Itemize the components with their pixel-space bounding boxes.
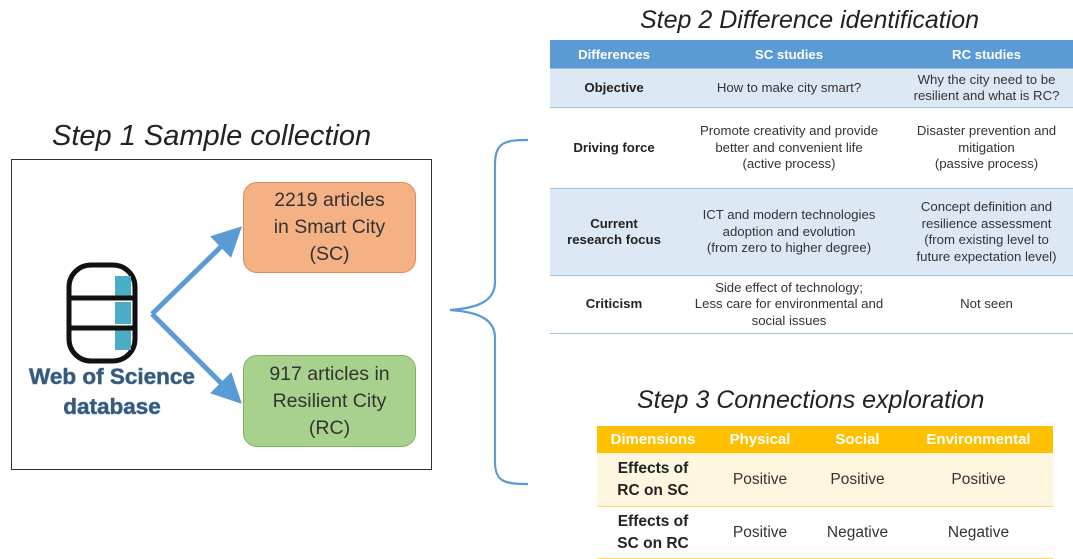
connections-table: Dimensions Physical Social Environmental… — [597, 426, 1053, 559]
arrow-to-sc — [150, 226, 243, 316]
row-label: Current research focus — [550, 188, 678, 276]
cell-line: resilience assessment — [921, 215, 1052, 231]
rc-articles-box: 917 articles in Resilient City (RC) — [243, 355, 416, 447]
row-label: Driving force — [550, 107, 678, 189]
cell-line: Why the city need to be — [917, 71, 1056, 87]
row-label-line: research focus — [567, 232, 661, 247]
table-row: Current research focus ICT and modern te… — [550, 188, 1073, 276]
table-row: Criticism Side effect of technology; Les… — [550, 275, 1073, 334]
difference-table-header: Differences SC studies RC studies — [550, 40, 1073, 69]
cell-line: (from existing level to — [924, 232, 1049, 247]
sc-cell: Side effect of technology; Less care for… — [678, 275, 900, 334]
cell-line: Side effect of technology; — [715, 279, 863, 295]
rc-box-line3: (RC) — [308, 416, 351, 439]
table-row: Effects of SC on RC Positive Negative Ne… — [597, 506, 1053, 559]
physical-cell: Positive — [709, 453, 811, 507]
database-label: Web of Science database — [18, 362, 206, 422]
row-label-line: Objective — [584, 79, 644, 95]
header-dimensions: Dimensions — [597, 426, 709, 453]
environmental-cell: Negative — [904, 506, 1053, 559]
cell-line: Promote creativity and provide — [699, 123, 879, 139]
cell-line: Less care for environmental and — [694, 296, 884, 312]
row-label-line: Driving force — [573, 139, 655, 155]
cell-line: resilient and what is RC? — [913, 88, 1060, 103]
cell-line: Disaster prevention and — [916, 123, 1057, 139]
sc-cell: Promote creativity and provide better an… — [678, 107, 900, 189]
row-label-line: Criticism — [585, 296, 643, 312]
step3-title: Step 3 Connections exploration — [637, 386, 985, 414]
database-label-line1: Web of Science — [29, 364, 195, 390]
physical-cell: Positive — [709, 506, 811, 559]
cell-line: (passive process) — [934, 156, 1039, 172]
cell-line: Not seen — [960, 296, 1013, 312]
connections-table-header: Dimensions Physical Social Environmental — [597, 426, 1053, 453]
sc-cell: ICT and modern technologies adoption and… — [678, 188, 900, 276]
row-label-line: Current — [590, 215, 638, 231]
row-label-line: Effects of — [617, 512, 689, 530]
row-label: Criticism — [550, 275, 678, 334]
rc-box-line1: 917 articles in — [269, 362, 390, 385]
rc-cell: Disaster prevention and mitigation (pass… — [900, 107, 1073, 189]
cell-line: How to make city smart? — [716, 79, 862, 95]
header-environmental: Environmental — [904, 426, 1053, 453]
row-label-line: RC on SC — [617, 481, 689, 499]
table-row: Driving force Promote creativity and pro… — [550, 107, 1073, 189]
rc-cell: Not seen — [900, 275, 1073, 334]
row-label-line: Effects of — [617, 459, 689, 477]
step2-title: Step 2 Difference identification — [640, 6, 980, 34]
cell-line: (from zero to higher degree) — [706, 240, 872, 256]
cell-line: Concept definition and — [920, 199, 1053, 214]
header-rc-studies: RC studies — [900, 40, 1073, 69]
row-label-line: SC on RC — [617, 534, 689, 552]
arrow-to-rc — [150, 312, 242, 404]
header-differences: Differences — [550, 40, 678, 69]
header-sc-studies: SC studies — [678, 40, 900, 69]
cell-line: mitigation — [958, 139, 1015, 155]
row-label: Effects of RC on SC — [597, 453, 709, 507]
rc-box-line2: Resilient City — [272, 389, 387, 412]
curly-brace — [449, 138, 529, 486]
header-physical: Physical — [709, 426, 811, 453]
environmental-cell: Positive — [904, 453, 1053, 507]
cell-line: better and convenient life — [715, 139, 863, 155]
difference-table: Differences SC studies RC studies Object… — [550, 40, 1073, 334]
cell-line: adoption and evolution — [722, 223, 856, 239]
cell-line: social issues — [751, 312, 827, 328]
table-row: Objective How to make city smart? Why th… — [550, 68, 1073, 108]
social-cell: Positive — [811, 453, 904, 507]
cell-line: ICT and modern technologies — [702, 207, 876, 223]
sc-cell: How to make city smart? — [678, 68, 900, 108]
cell-line: (active process) — [742, 156, 836, 172]
database-label-line2: database — [63, 394, 161, 420]
sc-box-line1: 2219 articles — [274, 189, 385, 211]
sc-articles-box: 2219 articles in Smart City (SC) — [243, 182, 416, 273]
row-label: Objective — [550, 68, 678, 108]
rc-cell: Why the city need to be resilient and wh… — [900, 68, 1073, 108]
table-row: Effects of RC on SC Positive Positive Po… — [597, 453, 1053, 507]
step1-title: Step 1 Sample collection — [52, 120, 372, 152]
social-cell: Negative — [811, 506, 904, 559]
row-label: Effects of SC on RC — [597, 506, 709, 559]
database-icon — [66, 262, 138, 364]
header-social: Social — [811, 426, 904, 453]
rc-cell: Concept definition and resilience assess… — [900, 188, 1073, 276]
sc-box-line2: in Smart City — [273, 216, 386, 238]
sc-box-line3: (SC) — [309, 243, 350, 265]
cell-line: future expectation level) — [916, 248, 1057, 264]
